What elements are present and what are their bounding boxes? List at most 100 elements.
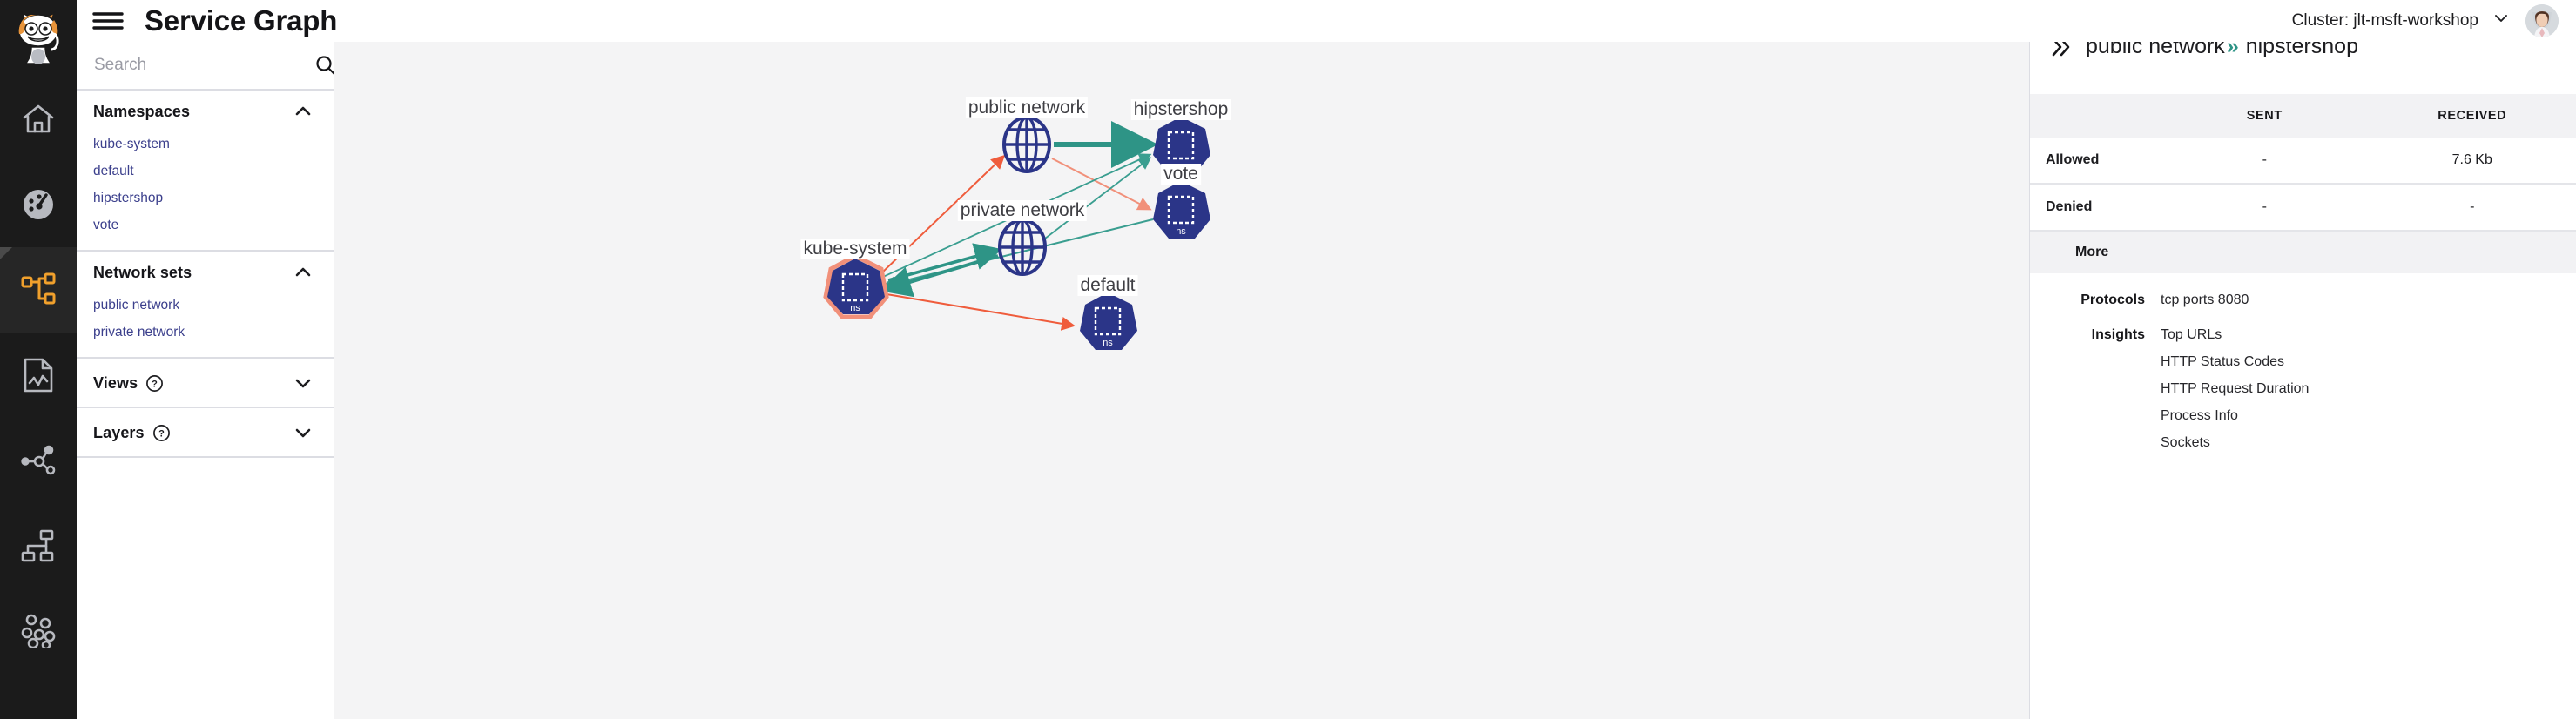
chevron-down-icon[interactable] — [293, 423, 313, 442]
protocols-row: Protocols tcp ports 8080 — [2030, 273, 2576, 308]
rail-item-dashboard[interactable] — [0, 162, 77, 247]
svg-text:?: ? — [158, 428, 165, 439]
divider — [77, 407, 334, 408]
rail-item-hierarchy[interactable] — [0, 503, 77, 588]
cell-denied-received: - — [2368, 184, 2576, 232]
section-title: Network sets — [93, 263, 192, 281]
section-title: Namespaces — [93, 102, 191, 120]
insight-link-process-info[interactable]: Process Info — [2161, 408, 2238, 423]
node-label-public-network: public network — [965, 97, 1089, 118]
svg-text:ns: ns — [850, 303, 860, 313]
table-row-denied: Denied - - — [2030, 184, 2576, 232]
service-graph-svg[interactable]: ns ns ns — [334, 49, 2029, 719]
node-private-network[interactable] — [998, 218, 1047, 276]
chevron-up-icon[interactable] — [293, 102, 313, 121]
sidebar-item-kube-system[interactable]: kube-system — [93, 137, 170, 151]
search-icon[interactable] — [314, 54, 337, 77]
help-icon[interactable]: ? — [145, 374, 164, 393]
avatar[interactable] — [2525, 4, 2559, 37]
row-label-allowed: Allowed — [2030, 138, 2161, 185]
insight-link-http-status-codes[interactable]: HTTP Status Codes — [2161, 354, 2284, 369]
node-label-hipstershop: hipstershop — [1130, 99, 1231, 120]
protocols-value: tcp ports 8080 — [2161, 292, 2249, 307]
section-network-sets: Network sets public network private netw… — [77, 252, 334, 357]
cluster-selector[interactable]: Cluster: jlt-msft-workshop — [2292, 10, 2510, 32]
sidebar-item-hipstershop[interactable]: hipstershop — [93, 191, 164, 205]
rail-item-service-graph[interactable] — [0, 247, 77, 333]
node-public-network[interactable] — [1002, 116, 1051, 173]
primary-nav-rail — [0, 0, 77, 719]
edge-private-network-to-hipstershop[interactable] — [1044, 157, 1152, 239]
sidebar-item-vote[interactable]: vote — [93, 218, 119, 232]
hamburger-menu-icon[interactable] — [91, 9, 125, 33]
rail-item-network-nodes[interactable] — [0, 418, 77, 503]
search-row — [77, 42, 373, 91]
namespace-list: kube-system default hipstershop vote — [77, 131, 334, 250]
graph-nodes: ns ns ns — [823, 116, 1210, 350]
traffic-table: SENT RECEIVED Allowed - 7.6 Kb Denied - … — [2030, 94, 2576, 232]
node-label-vote: vote — [1161, 164, 1201, 185]
cluster-selector-label: Cluster: jlt-msft-workshop — [2291, 11, 2478, 30]
sidebar-item-public-network[interactable]: public network — [93, 298, 180, 312]
divider — [77, 456, 334, 458]
sidebar-item-private-network[interactable]: private network — [93, 325, 185, 339]
svg-text:?: ? — [152, 379, 158, 389]
chevron-down-icon[interactable] — [293, 373, 313, 393]
divider — [77, 357, 334, 359]
detail-panel: public network » hipstershop SENT RECEIV… — [2029, 0, 2576, 719]
node-label-default: default — [1077, 275, 1138, 296]
insight-link-http-request-duration[interactable]: HTTP Request Duration — [2161, 381, 2310, 396]
column-header-blank — [2030, 94, 2161, 138]
section-header-network-sets[interactable]: Network sets — [77, 252, 334, 292]
cell-allowed-sent: - — [2161, 138, 2369, 185]
node-label-private-network: private network — [957, 200, 1088, 221]
section-header-layers[interactable]: Layers ? — [77, 408, 334, 456]
network-set-list: public network private network — [77, 292, 334, 357]
node-vote[interactable]: ns — [1153, 181, 1210, 239]
cell-denied-sent: - — [2161, 184, 2369, 232]
node-default[interactable]: ns — [1080, 292, 1137, 350]
table-row-allowed: Allowed - 7.6 Kb — [2030, 138, 2576, 185]
svg-text:ns: ns — [1103, 338, 1113, 348]
edge-kube-system-to-default[interactable] — [886, 293, 1076, 331]
header-right-group: Cluster: jlt-msft-workshop — [2292, 4, 2576, 37]
column-header-sent: SENT — [2161, 94, 2369, 138]
edge-kube-system-to-private-network[interactable] — [887, 243, 1002, 282]
sidebar-item-default[interactable]: default — [93, 164, 134, 178]
insight-link-sockets[interactable]: Sockets — [2161, 435, 2210, 450]
node-kube-system[interactable]: ns — [823, 253, 889, 319]
section-title-views: Views ? — [93, 374, 164, 393]
insights-row: Insights Top URLs HTTP Status Codes HTTP… — [2030, 308, 2576, 462]
column-header-received: RECEIVED — [2368, 94, 2576, 138]
search-input[interactable] — [94, 56, 307, 75]
insights-list: Top URLs HTTP Status Codes HTTP Request … — [2161, 327, 2309, 462]
table-header-row: SENT RECEIVED — [2030, 94, 2576, 138]
rail-item-cluster-mesh[interactable] — [0, 588, 77, 674]
edge-private-network-to-kube-system[interactable] — [880, 254, 999, 298]
edge-public-network-to-vote[interactable] — [1051, 158, 1152, 211]
rail-item-reports[interactable] — [0, 333, 77, 418]
filter-panel: Namespaces kube-system default hipstersh… — [77, 0, 373, 719]
chevron-up-icon[interactable] — [293, 263, 313, 282]
page-title: Service Graph — [145, 4, 338, 37]
rail-item-home[interactable] — [0, 77, 77, 162]
divider — [77, 250, 334, 252]
node-label-kube-system: kube-system — [800, 239, 910, 259]
section-header-views[interactable]: Views ? — [77, 359, 334, 407]
insights-label: Insights — [2091, 327, 2145, 342]
svg-text:ns: ns — [1176, 226, 1186, 237]
chevron-down-icon[interactable] — [2492, 10, 2510, 32]
cell-allowed-received: 7.6 Kb — [2368, 138, 2576, 185]
top-header-bar: Service Graph Cluster: jlt-msft-workshop — [77, 0, 2576, 42]
insight-link-top-urls[interactable]: Top URLs — [2161, 327, 2222, 342]
graph-area: Namespaces from 15 minutes to 0 minutes … — [334, 0, 2029, 719]
section-namespaces: Namespaces kube-system default hipstersh… — [77, 91, 334, 250]
section-title-label: Layers — [93, 423, 145, 441]
more-section-header[interactable]: More — [2030, 232, 2576, 273]
section-title-layers: Layers ? — [93, 424, 171, 442]
section-header-namespaces[interactable]: Namespaces — [77, 91, 334, 131]
row-label-denied: Denied — [2030, 184, 2161, 232]
help-icon[interactable]: ? — [152, 424, 171, 442]
graph-canvas[interactable]: ns ns ns — [334, 49, 2029, 719]
